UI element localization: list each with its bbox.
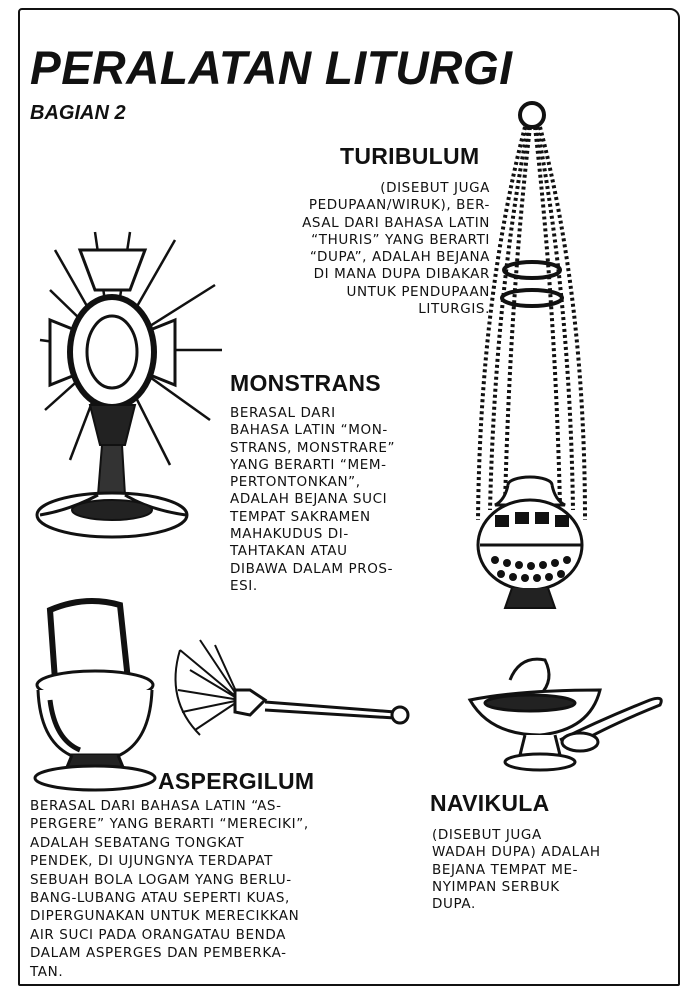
text-line: “THURIS” YANG BERARTI (311, 231, 490, 248)
censer-illustration (476, 101, 587, 609)
text-line: WADAH DUPA) ADALAH (432, 844, 601, 861)
text-line: TEMPAT SAKRAMEN (230, 508, 371, 525)
page-title: PERALATAN LITURGI (30, 41, 513, 94)
navicula-illustration (467, 657, 663, 772)
text-line: DIBAWA DALAM PROS- (230, 560, 394, 577)
page-subtitle: BAGIAN 2 (30, 102, 126, 124)
text-line: PENDEK, DI UJUNGNYA TERDAPAT (30, 853, 273, 870)
text-line: (DISEBUT JUGA (432, 827, 542, 843)
text-line: BEJANA TEMPAT ME- (432, 861, 579, 878)
text-line: LITURGIS. (418, 301, 490, 318)
text-line: “DUPA”, ADALAH BEJANA (309, 249, 490, 266)
text-line: DUPA. (432, 896, 476, 913)
text-line: PEDUPAAN/WIRUK), BER- (308, 197, 490, 214)
navikula-heading: NAVIKULA (430, 790, 550, 816)
text-line: TAHTAKAN ATAU (230, 543, 348, 560)
aspergilum-description: BERASAL DARI BAHASA LATIN “AS- PERGERE” Y… (30, 797, 309, 981)
text-line: NYIMPAN SERBUK (432, 878, 560, 895)
text-line: DALAM ASPERGES DAN PEMBERKA- (30, 945, 287, 962)
text-line: PERTONTONKAN”, (230, 474, 361, 491)
text-line: ESI. (230, 577, 258, 594)
text-line: ADALAH BEJANA SUCI (230, 491, 388, 508)
text-line: BAHASA LATIN “MON- (230, 422, 388, 439)
text-line: MAHAKUDUS DI- (230, 526, 349, 543)
text-line: STRANS, MONSTRARE” (230, 439, 396, 456)
turibulum-heading: TURIBULUM (340, 143, 480, 169)
text-line: BERASAL DARI (230, 405, 336, 421)
monstrance-illustration (35, 231, 222, 539)
text-line: BANG-LUBANG ATAU SEPERTI KUAS, (30, 889, 290, 906)
holy-water-bucket-illustration (33, 598, 157, 792)
text-line: YANG BERARTI “MEM- (230, 456, 387, 473)
text-line: (DISEBUT JUGA (380, 180, 490, 196)
text-line: UNTUK PENDUPAAN (346, 283, 490, 300)
text-line: ASAL DARI BAHASA LATIN (302, 214, 490, 231)
text-line: SEBUAH BOLA LOGAM YANG BERLU- (30, 871, 292, 888)
text-line: DIPERGUNAKAN UNTUK MERECIKKAN (30, 908, 300, 925)
monstrans-heading: MONSTRANS (230, 370, 381, 396)
text-line: TAN. (30, 963, 64, 980)
page-frame (18, 8, 680, 986)
text-line: ADALAH SEBATANG TONGKAT (30, 834, 245, 851)
text-line: PERGERE” YANG BERARTI “MERECIKI”, (30, 816, 309, 833)
text-line: BERASAL DARI BAHASA LATIN “AS- (30, 798, 282, 814)
aspergilum-heading: ASPERGILUM (158, 768, 315, 794)
aspergillum-illustration (174, 639, 410, 736)
text-line: AIR SUCI PADA ORANGATAU BENDA (30, 926, 286, 943)
text-line: DI MANA DUPA DIBAKAR (313, 266, 490, 283)
